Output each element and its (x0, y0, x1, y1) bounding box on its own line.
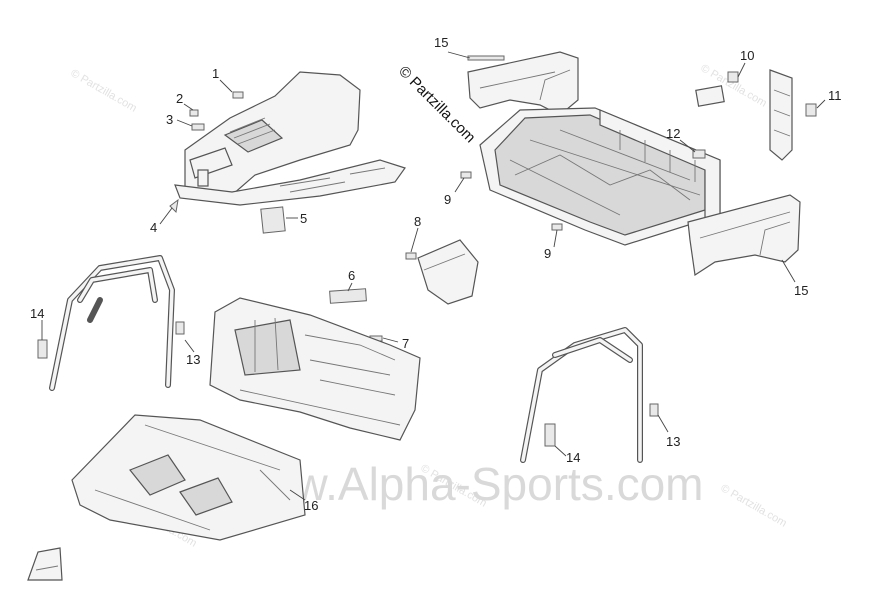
side-rail-lower (687, 194, 801, 277)
floor-pan (71, 414, 306, 541)
side-rail-upper (467, 51, 579, 116)
decal-1 (232, 91, 244, 99)
callout-14b: 14 (566, 450, 580, 465)
dash-panel (209, 297, 421, 441)
decal-10 (727, 71, 739, 83)
callout-9a: 9 (444, 192, 451, 207)
callout-16: 16 (304, 498, 318, 513)
decal-5 (260, 206, 286, 234)
callout-13b: 13 (666, 434, 680, 449)
seat-cushion (417, 239, 479, 305)
decal-11 (805, 103, 817, 117)
hood-cowl (174, 71, 406, 206)
fastener-4 (169, 198, 179, 214)
callout-2: 2 (176, 91, 183, 106)
site-watermark: www.Alpha-Sports.com (227, 458, 704, 510)
callout-10: 10 (740, 48, 754, 63)
decal-14-right (544, 423, 556, 447)
decal-14-left (37, 339, 48, 359)
cargo-bed (479, 107, 721, 246)
callout-3: 3 (166, 112, 173, 127)
decal-3 (191, 123, 205, 131)
corner-watermark: © Partzilla.com (69, 67, 139, 114)
callout-15b: 15 (794, 283, 808, 298)
callout-13a: 13 (186, 352, 200, 367)
callout-8: 8 (414, 214, 421, 229)
latch-bracket (695, 69, 793, 161)
decal-6 (329, 288, 367, 304)
decal-8 (405, 252, 417, 260)
callout-labels: 1 2 3 4 5 6 7 8 9 9 10 11 12 13 13 14 14… (30, 35, 842, 513)
callout-5: 5 (300, 211, 307, 226)
corner-watermark: © Partzilla.com (719, 482, 789, 529)
callout-14a: 14 (30, 306, 44, 321)
callout-7: 7 (402, 336, 409, 351)
callout-15a: 15 (434, 35, 448, 50)
decal-9-b (551, 223, 563, 231)
callout-9b: 9 (544, 246, 551, 261)
decal-13-right (649, 403, 659, 417)
callout-12: 12 (666, 126, 680, 141)
decal-2 (189, 109, 199, 117)
decal-13-left (175, 321, 185, 335)
decal-9-a (460, 171, 472, 179)
small-bracket (27, 547, 63, 581)
decal-15-top (467, 55, 505, 61)
callout-11: 11 (828, 88, 842, 103)
callout-6: 6 (348, 268, 355, 283)
roll-cage-right (520, 327, 643, 463)
callout-4: 4 (150, 220, 157, 235)
decal-12 (692, 149, 706, 159)
leader-lines (41, 51, 826, 501)
brand-watermark: © Partzilla.com (395, 63, 478, 146)
roll-cage-left (49, 255, 175, 391)
callout-1: 1 (212, 66, 219, 81)
